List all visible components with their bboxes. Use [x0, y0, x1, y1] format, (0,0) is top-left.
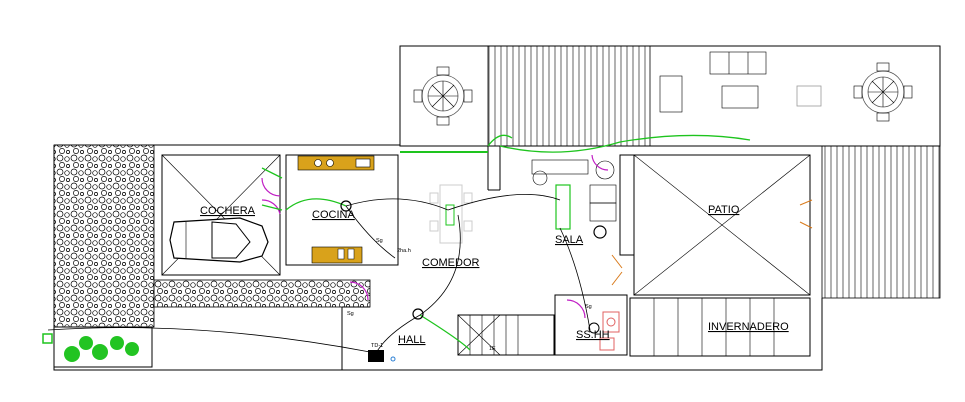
- note-stair: 1E: [489, 346, 496, 352]
- kitchen-room: [285, 154, 399, 266]
- patio-area: [633, 154, 811, 296]
- electrical-wiring: [42, 134, 751, 356]
- electrical-panel-icon: [368, 350, 396, 362]
- car-icon: [169, 217, 269, 263]
- right-deck: [821, 145, 941, 299]
- exterior-walls: [53, 144, 823, 371]
- door-swings: [261, 154, 813, 319]
- room-label-cocina: COCINA: [312, 209, 355, 221]
- round-table-left-icon: [413, 66, 473, 126]
- room-label-cochera: COCHERA: [200, 205, 256, 217]
- gravel-strip-left: [53, 144, 155, 328]
- room-label-hall: HALL: [398, 334, 426, 346]
- note-panel: TD-1: [371, 343, 383, 349]
- lounge-sofa-icon: [659, 51, 822, 113]
- planter-plants-icon: [64, 336, 139, 362]
- round-table-right-icon: [853, 62, 913, 122]
- room-label-patio: PATIO: [708, 204, 740, 216]
- greenhouse-area: [629, 297, 811, 357]
- bathroom-fixtures-icon: [588, 311, 620, 351]
- room-label-ssh: SS.HH: [576, 329, 610, 341]
- dining-table-icon: [429, 184, 473, 244]
- upper-terrace: [399, 45, 941, 147]
- room-label-sala: SALA: [555, 234, 584, 246]
- note-sg-ssh: Sg: [585, 304, 592, 310]
- room-label-invernadero: INVERNADERO: [708, 321, 789, 333]
- note-height: 2ha.h: [397, 248, 411, 254]
- living-furniture-icon: [531, 159, 617, 239]
- staircase-icon: [457, 314, 555, 356]
- note-sg-cocina: Sg: [376, 238, 383, 244]
- gravel-strip-bottom: [153, 279, 371, 308]
- room-label-comedor: COMEDOR: [422, 257, 480, 269]
- note-sg-hall: Sg: [347, 311, 354, 317]
